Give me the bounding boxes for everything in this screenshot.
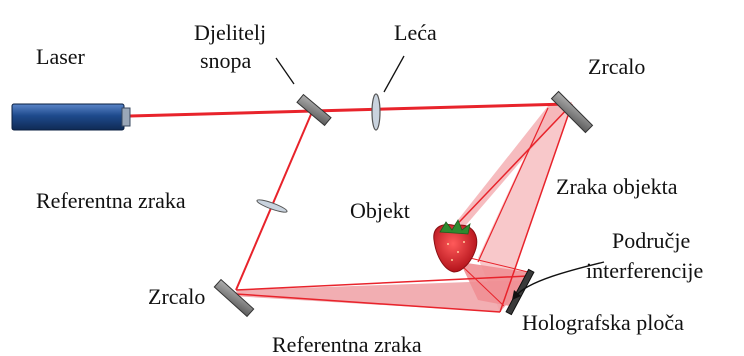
label-mirror-bottom: Zrcalo	[148, 284, 205, 309]
object-scatter-2	[461, 265, 505, 307]
object-beam-edge-3	[477, 107, 549, 263]
object-scatter-1	[469, 257, 529, 273]
label-reference-beam-left: Referentna zraka	[36, 188, 186, 213]
interference-pointer-arrow	[515, 261, 605, 297]
object-beam-edge-1	[443, 103, 573, 239]
label-splitter-line2: snopa	[200, 48, 252, 73]
laser-device	[11, 103, 131, 131]
label-splitter-line1: Djelitelj	[194, 20, 266, 45]
mirror-bottom	[213, 278, 255, 318]
laser-beam	[129, 102, 569, 118]
mirror-top	[550, 90, 594, 134]
label-lens: Leća	[394, 20, 437, 45]
lens-pointer	[383, 55, 405, 93]
reference-beam-edge-2	[235, 293, 501, 313]
object-beam-spread	[478, 102, 572, 312]
reference-beam-edge-1	[235, 275, 529, 291]
label-object-beam: Zraka objekta	[556, 174, 678, 199]
label-interference-line1: Područje	[612, 228, 690, 253]
label-laser: Laser	[36, 44, 86, 69]
reference-lens-icon	[256, 199, 288, 213]
label-interference-line2: interferencije	[586, 258, 703, 283]
interference-arrowhead	[512, 290, 521, 300]
interference-region	[460, 262, 528, 306]
label-object: Objekt	[350, 198, 410, 223]
reference-beam-line	[235, 111, 313, 291]
label-holo-plate: Holografska ploča	[522, 310, 684, 335]
label-reference-beam-bottom: Referentna zraka	[272, 332, 422, 356]
beam-splitter	[296, 93, 332, 127]
strawberry-object-icon	[433, 219, 478, 273]
lens-icon	[371, 93, 381, 131]
splitter-pointer	[275, 57, 295, 85]
reference-beam-cone	[232, 280, 528, 312]
label-mirror-top: Zrcalo	[588, 54, 645, 79]
